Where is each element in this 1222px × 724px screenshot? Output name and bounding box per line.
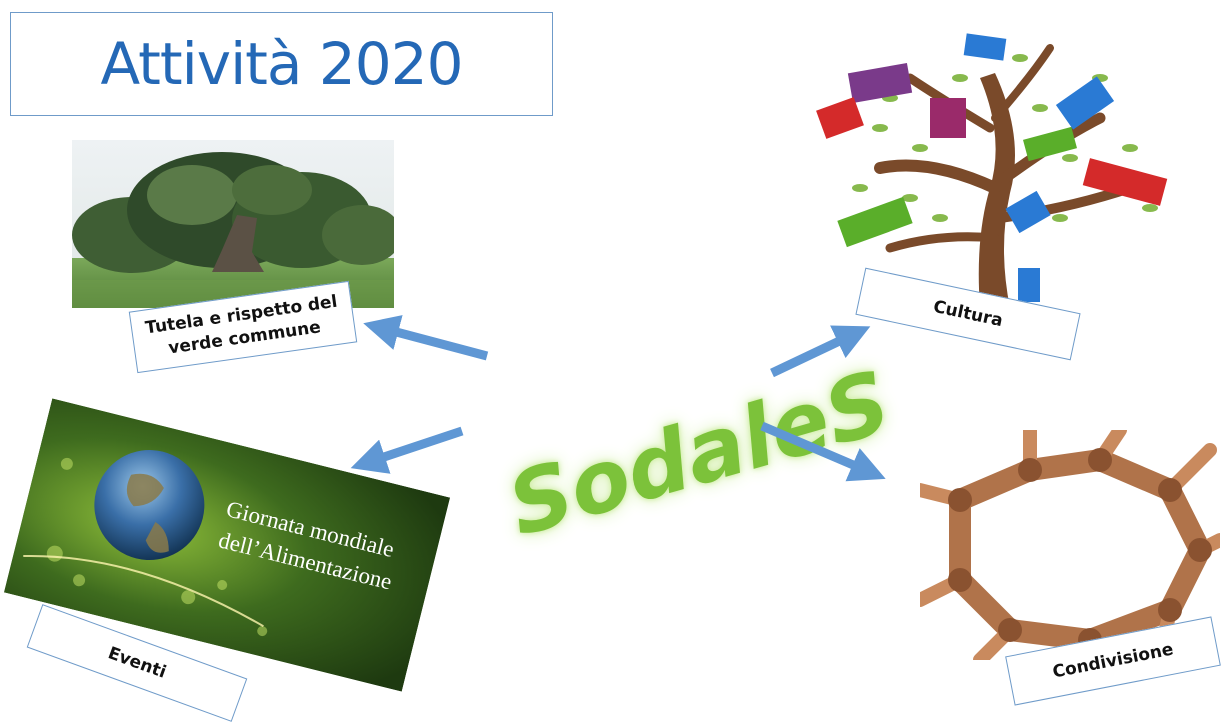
- olive-tree-image: [72, 140, 394, 308]
- arrow-to-condivisione: [760, 421, 886, 482]
- page-title: Attività 2020: [100, 30, 463, 98]
- book-tree-image: [800, 18, 1200, 308]
- arrow-to-eventi: [350, 426, 464, 474]
- title-box: Attività 2020: [10, 12, 553, 116]
- event-image: Giornata mondiale dell’Alimentazione: [3, 398, 451, 692]
- arrow-to-cultura: [770, 325, 871, 378]
- arrow-to-verde: [363, 315, 489, 361]
